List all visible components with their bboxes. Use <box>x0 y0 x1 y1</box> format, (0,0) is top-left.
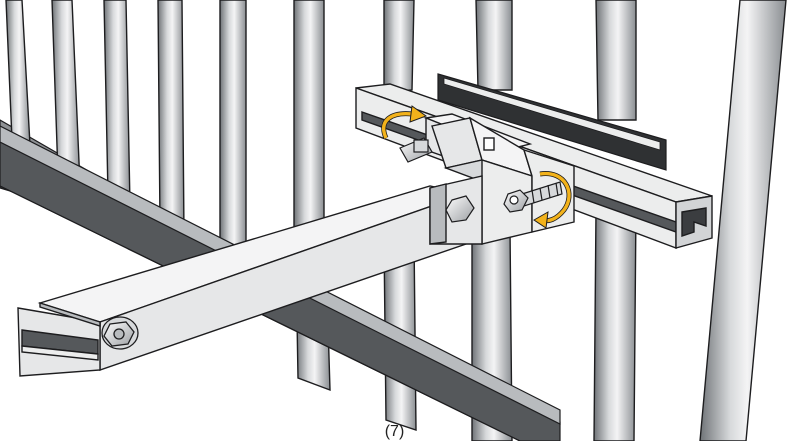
threaded-rod <box>503 181 563 213</box>
left-clamp-bolt <box>399 137 433 163</box>
fence-bar <box>593 205 637 441</box>
side-bolt <box>445 195 475 223</box>
fence-bar <box>699 0 787 441</box>
curved-arrow-icon <box>381 105 428 140</box>
fence-bar <box>595 0 637 121</box>
fence-bar <box>157 0 185 237</box>
curved-arrow-icon <box>533 171 572 229</box>
fence-bar <box>103 0 131 207</box>
t-clamp-block <box>429 116 575 245</box>
fence-bar <box>475 0 513 91</box>
back-plate <box>437 73 667 171</box>
arm-end-bolt <box>101 316 139 350</box>
figure-caption: (7) <box>384 423 405 440</box>
fence-bar <box>219 0 247 261</box>
fence-bar <box>5 0 31 146</box>
square-tube-arm <box>17 185 469 377</box>
fence-bar <box>383 0 415 93</box>
